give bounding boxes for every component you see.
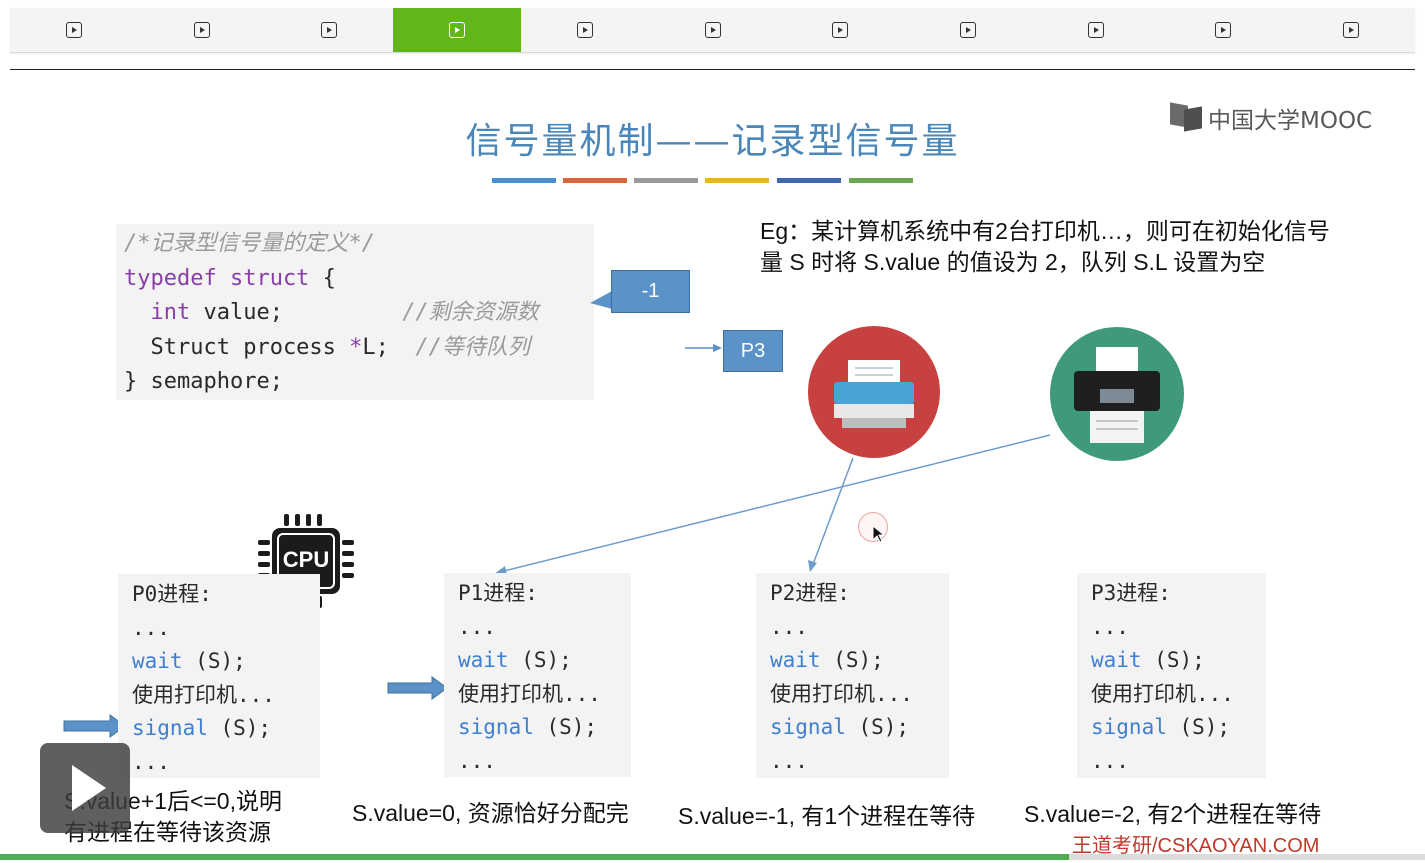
process-signal: signal (S); <box>770 715 910 739</box>
semaphore-definition: /*记录型信号量的定义*/ typedef struct { int value… <box>116 224 594 400</box>
printer-2-paper-out <box>1090 411 1144 443</box>
process-signal: signal (S); <box>132 716 272 740</box>
title-rule-2 <box>563 178 627 183</box>
semaphore-value-box: -1 <box>611 270 690 313</box>
process-dots: ... <box>132 749 170 774</box>
printer-1-icon <box>808 326 940 458</box>
segment-1[interactable] <box>10 8 138 52</box>
video-progress-fill <box>0 854 1069 860</box>
play-square-icon <box>1087 22 1104 38</box>
printer2-to-p1-head <box>494 566 507 575</box>
definition-comment: /*记录型信号量的定义*/ <box>124 231 375 256</box>
process-use-printer: 使用打印机... <box>770 681 913 706</box>
process-use-printer: 使用打印机... <box>1091 681 1234 706</box>
example-description: Eg：某计算机系统中有2台打印机…，则可在初始化信号量 S 时将 S.value… <box>760 218 1330 275</box>
process-wait: wait (S); <box>1091 648 1205 672</box>
process-title: P2进程: <box>770 581 850 605</box>
play-button[interactable] <box>40 743 130 833</box>
play-square-icon <box>449 22 466 38</box>
video-progress-bar[interactable] <box>0 854 1425 860</box>
segment-8[interactable] <box>904 8 1032 52</box>
segment-5[interactable] <box>521 8 649 52</box>
play-square-icon <box>1215 22 1232 38</box>
play-square-icon <box>704 22 721 38</box>
play-square-icon <box>576 22 593 38</box>
title-rule-6 <box>849 178 913 183</box>
mouse-pointer-icon <box>872 525 886 543</box>
process-title: P0进程: <box>132 582 212 606</box>
queue-arrow-head <box>713 344 722 352</box>
play-square-icon <box>1343 22 1360 38</box>
caption-p3: S.value=-2, 有2个进程在等待 <box>1024 801 1322 827</box>
process-wait: wait (S); <box>132 649 246 673</box>
printer-1-drawing <box>834 360 914 428</box>
process-use-printer: 使用打印机... <box>132 682 275 707</box>
process-p0: P0进程: ... wait (S); 使用打印机... signal (S);… <box>118 574 320 778</box>
process-title: P3进程: <box>1091 581 1171 605</box>
header-divider <box>10 69 1415 70</box>
footer-brand: 王道考研/CSKAOYAN.COM <box>1072 835 1320 857</box>
mooc-logo: 中国大学MOOC <box>1170 101 1372 135</box>
process-dots: ... <box>1091 748 1129 773</box>
process-signal: signal (S); <box>1091 715 1231 739</box>
title-rule-1 <box>492 178 556 183</box>
process-p1: P1进程: ... wait (S); 使用打印机... signal (S);… <box>444 573 631 777</box>
printer-2-display <box>1100 389 1134 403</box>
play-square-icon <box>832 22 849 38</box>
slide-title: 信号量机制——记录型信号量 <box>465 121 960 162</box>
p0-current-line-arrow <box>63 714 126 738</box>
process-p3: P3进程: ... wait (S); 使用打印机... signal (S);… <box>1077 573 1266 778</box>
cpu-chip-label: CPU <box>282 547 330 572</box>
printer-1-base <box>842 418 906 428</box>
caption-p2: S.value=-1, 有1个进程在等待 <box>678 803 976 829</box>
caption-p1: S.value=0, 资源恰好分配完 <box>352 800 629 826</box>
title-rule-3 <box>634 178 698 183</box>
process-dots: ... <box>458 614 496 639</box>
wait-queue-item-p3: P3 <box>723 330 783 372</box>
segment-4-active[interactable] <box>393 8 521 52</box>
segment-10[interactable] <box>1160 8 1288 52</box>
segment-3[interactable] <box>265 8 393 52</box>
play-square-icon <box>193 22 210 38</box>
printer-1-tray <box>834 404 914 418</box>
play-square-icon <box>65 22 82 38</box>
definition-queue-field: Struct process *L; //等待队列 <box>124 334 530 360</box>
printer-2-drawing <box>1074 347 1160 443</box>
video-segment-bar <box>10 8 1415 53</box>
definition-typedef: typedef struct { <box>124 265 336 291</box>
value-callout-pointer <box>590 291 612 309</box>
definition-value-field: int value; //剩余资源数 <box>150 300 539 325</box>
process-signal: signal (S); <box>458 715 598 739</box>
process-p2: P2进程: ... wait (S); 使用打印机... signal (S);… <box>756 573 949 778</box>
printer2-to-p1-line <box>499 434 1051 573</box>
play-square-icon <box>321 22 338 38</box>
printer1-to-p2-head <box>808 560 817 572</box>
process-dots: ... <box>1091 614 1129 639</box>
segment-6[interactable] <box>649 8 777 52</box>
title-rule-4 <box>705 178 769 183</box>
p1-current-line-arrow <box>387 676 448 700</box>
segment-7[interactable] <box>776 8 904 52</box>
process-dots: ... <box>132 615 170 640</box>
process-title: P1进程: <box>458 581 538 605</box>
play-square-icon <box>960 22 976 38</box>
printer1-to-p2-line <box>811 457 854 568</box>
process-use-printer: 使用打印机... <box>458 681 601 706</box>
process-wait: wait (S); <box>458 648 572 672</box>
segment-9[interactable] <box>1032 8 1160 52</box>
mooc-logo-text: 中国大学MOOC <box>1208 108 1373 134</box>
process-dots: ... <box>770 748 808 773</box>
printer-1-paper <box>848 360 900 386</box>
process-dots: ... <box>770 614 808 639</box>
printer-2-icon <box>1050 327 1184 461</box>
title-rule-5 <box>777 178 841 183</box>
definition-close: } semaphore; <box>124 369 283 394</box>
process-wait: wait (S); <box>770 648 884 672</box>
printer-1-body <box>834 382 914 404</box>
segment-2[interactable] <box>138 8 266 52</box>
printer-2-paper-top <box>1096 347 1138 375</box>
process-dots: ... <box>458 748 496 773</box>
segment-11[interactable] <box>1287 8 1415 52</box>
